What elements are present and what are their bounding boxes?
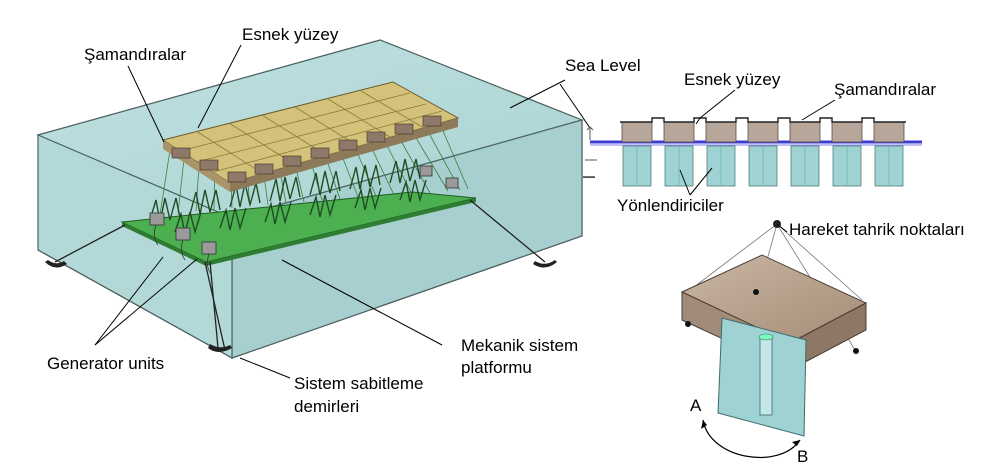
point-b-label: B [797, 447, 809, 466]
svg-text:▬▬: ▬▬ [583, 174, 595, 180]
side-section: ▬▬ [559, 83, 922, 196]
mooring-label-2: demirleri [294, 397, 360, 416]
flexible-surface [161, 81, 460, 192]
floats-label-right: Şamandıralar [834, 80, 937, 99]
callout-lines [94, 44, 566, 379]
anchors [45, 260, 557, 352]
water-tank [36, 39, 584, 360]
drive-points-label: Hareket tahrik noktaları [789, 220, 965, 239]
mechanical-platform-label-2: platformu [461, 358, 532, 377]
sea-level-label: Sea Level [565, 56, 641, 75]
generator-units-label: Generator units [47, 354, 165, 373]
point-a-label: A [690, 396, 702, 415]
flexible-surface-label-right: Esnek yüzey [684, 70, 781, 89]
helix-row [149, 158, 427, 235]
flexible-surface-label-left: Esnek yüzey [242, 25, 339, 44]
mooring-label-1: Sistem sabitleme [294, 374, 424, 393]
guides-label: Yönlendiriciler [617, 196, 724, 215]
float-detail [680, 220, 868, 459]
mooring-lines [54, 199, 546, 351]
generator-cubes [149, 165, 459, 255]
small-loops [154, 224, 212, 275]
mechanical-platform-label-1: Mekanik sistem [461, 336, 579, 355]
floats-label-left: Şamandıralar [84, 45, 187, 64]
